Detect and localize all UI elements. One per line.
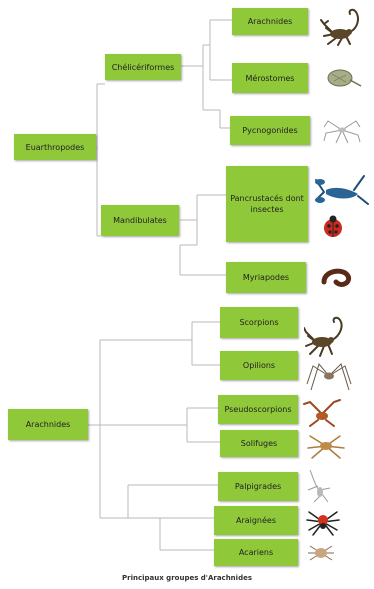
horseshoe-crab-icon [322,64,362,92]
scorpion-icon [304,314,350,358]
node-pycnogonides: Pycnogonides [230,116,310,145]
node-acariens: Acariens [214,539,298,566]
scorpion-icon [320,4,366,46]
harvestman-icon [305,362,353,392]
ladybug-icon [320,214,346,240]
node-solifuges: Solifuges [220,430,298,457]
node-araignees: Araignées [214,506,298,535]
millipede-icon [318,264,354,292]
sea-spider-icon [322,115,362,145]
node-opilions: Opilions [220,351,298,380]
node-scorpions: Scorpions [220,307,298,338]
lobster-icon [314,172,370,212]
node-pseudoscorpions: Pseudoscorpions [218,395,298,424]
palpigrade-icon [300,466,334,506]
spider-icon [305,506,341,536]
node-euarthropodes: Euarthropodes [14,134,96,160]
node-mandibulates: Mandibulates [101,205,179,236]
node-arachnides-top: Arachnides [232,8,308,35]
node-chelicériformes: Chélicériformes [105,54,181,80]
solifuge-icon [304,430,348,462]
node-arachnides-root: Arachnides [8,409,88,440]
mite-icon [306,540,336,566]
pseudoscorpion-icon [302,396,344,430]
figure-caption: Principaux groupes d'Arachnides [0,574,374,582]
node-merostomes: Mérostomes [232,63,308,93]
node-pancrustaces: Pancrustacés dont insectes [226,166,308,242]
node-myriapodes: Myriapodes [226,262,306,293]
node-palpigrades: Palpigrades [218,472,298,501]
